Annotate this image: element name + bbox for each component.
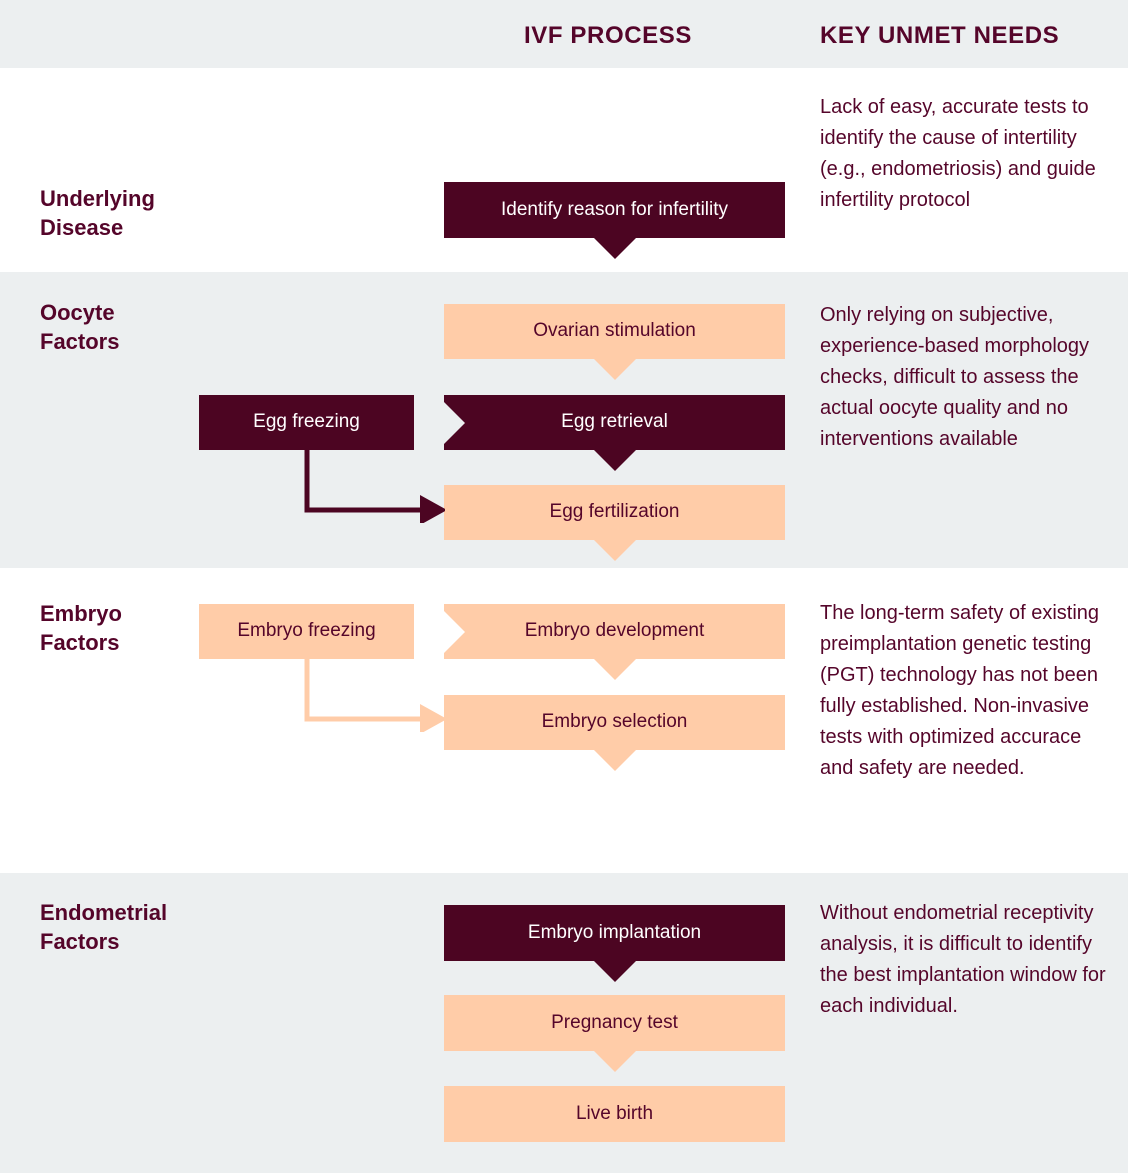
chevron-left-notch-icon [444, 401, 465, 444]
stage-label-oocyte-factors: Oocyte Factors [40, 298, 240, 356]
unmet-needs-oocyte-factors: Only relying on subjective, experience-b… [820, 304, 1090, 450]
process-node-label: Embryo freezing [237, 620, 376, 642]
stage-label-line-1: Underlying [40, 186, 155, 211]
stage-label-line-2: Disease [40, 215, 124, 241]
process-node-label: Live birth [575, 1102, 654, 1124]
stage-label-line-1: Embryo [40, 601, 122, 626]
stage-label-embryo-factors: Embryo Factors [40, 599, 240, 657]
process-node-label: Egg freezing [253, 411, 360, 433]
process-node-ovarian-stimulation[interactable]: Ovarian stimulation [444, 304, 785, 380]
process-node-label: Pregnancy test [551, 1011, 678, 1033]
arrow-down-icon [593, 1051, 636, 1072]
process-node-embryo-selection[interactable]: Embryo selection [444, 695, 785, 771]
process-node-embryo-freezing[interactable]: Embryo freezing [199, 604, 414, 659]
stage-label-line-1: Oocyte [40, 300, 115, 325]
stage-label-line-2: Factors [40, 929, 120, 955]
process-node-label: Embryo selection [541, 711, 688, 733]
arrow-down-icon [593, 961, 636, 982]
arrow-down-icon [593, 359, 636, 380]
arrow-down-icon [593, 450, 636, 471]
process-node-label: Embryo development [524, 620, 705, 642]
arrow-down-icon [593, 238, 636, 259]
stage-label-line-2: Factors [40, 329, 120, 355]
arrow-down-icon [593, 750, 636, 771]
unmet-needs-endometrial-factors: Without endometrial receptivity analysis… [820, 902, 1106, 1017]
process-node-label: Ovarian stimulation [533, 320, 696, 342]
column-header-key-unmet-needs: KEY UNMET NEEDS [820, 22, 1060, 49]
section-band-underlying-disease [0, 68, 1128, 272]
arrow-down-icon [593, 540, 636, 561]
arrow-down-icon [593, 659, 636, 680]
process-node-label: Embryo implantation [527, 921, 702, 943]
process-node-label: Identify reason for infertility [500, 198, 729, 220]
chevron-left-notch-icon [444, 610, 465, 653]
stage-label-line-2: Factors [40, 630, 120, 656]
process-node-egg-fertilization[interactable]: Egg fertilization [444, 485, 785, 561]
process-node-embryo-development[interactable]: Embryo development [444, 604, 785, 680]
stage-label-endometrial-factors: Endometrial Factors [40, 898, 240, 956]
stage-label-underlying-disease: Underlying Disease [40, 184, 240, 242]
unmet-needs-underlying-disease: Lack of easy, accurate tests to identify… [820, 96, 1096, 211]
process-node-egg-freezing[interactable]: Egg freezing [199, 395, 414, 450]
process-node-egg-retrieval[interactable]: Egg retrieval [444, 395, 785, 471]
process-node-label: Egg fertilization [549, 501, 680, 523]
unmet-needs-embryo-factors: The long-term safety of existing preimpl… [820, 602, 1100, 779]
stage-label-line-1: Endometrial [40, 900, 168, 925]
process-node-pregnancy-test[interactable]: Pregnancy test [444, 995, 785, 1072]
column-header-ivf-process: IVF PROCESS [524, 22, 692, 49]
process-node-embryo-implantation[interactable]: Embryo implantation [444, 905, 785, 982]
header-band [0, 0, 1128, 68]
process-node-label: Egg retrieval [561, 411, 668, 433]
process-node-identify-reason[interactable]: Identify reason for infertility [444, 182, 785, 259]
process-node-live-birth[interactable]: Live birth [444, 1086, 785, 1142]
